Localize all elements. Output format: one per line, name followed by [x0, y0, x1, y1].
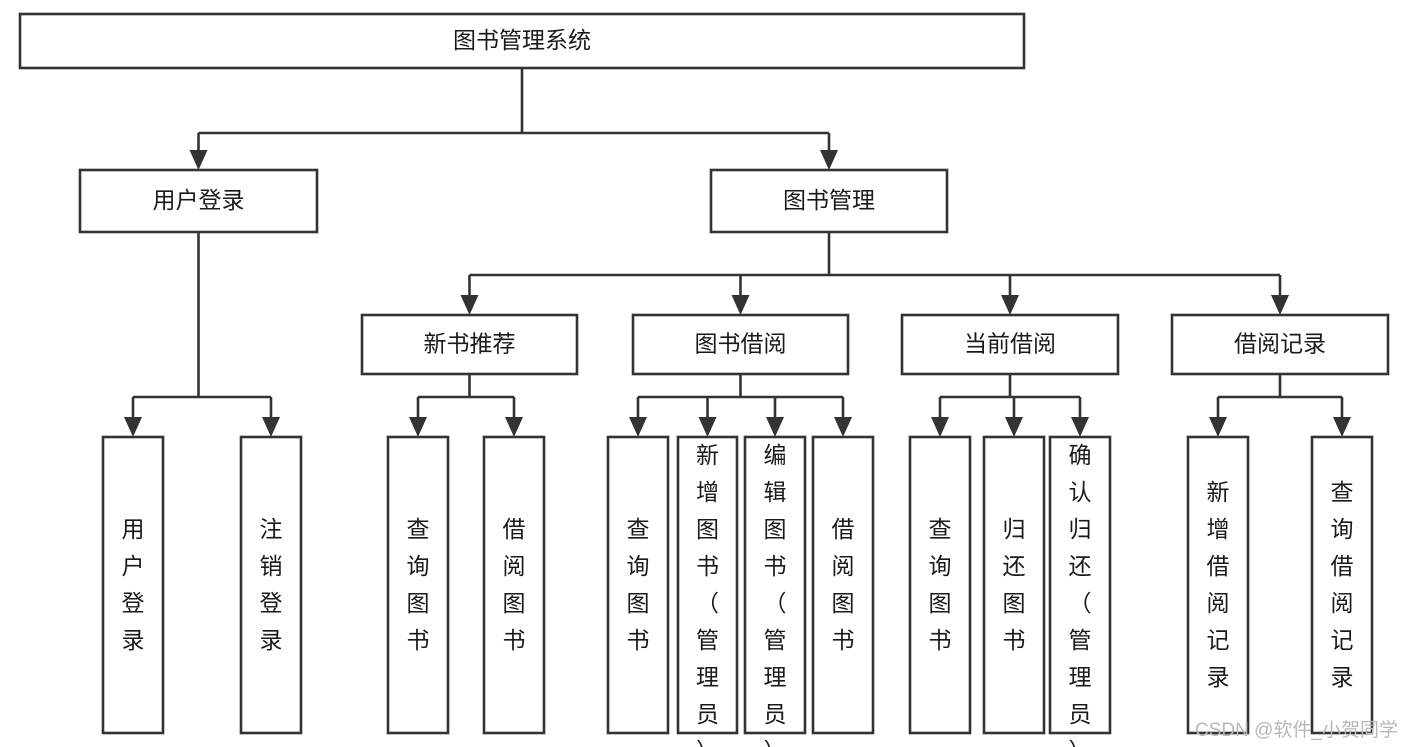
- node-label-user-login: 用户登录: [153, 187, 245, 213]
- node-label-leaf-query-book-2: 查询图书: [627, 516, 650, 653]
- node-box-leaf-add-record: [1186, 435, 1250, 735]
- node-label-leaf-query-book-1: 查询图书: [407, 516, 430, 653]
- node-label-book-borrow: 图书借阅: [695, 331, 787, 357]
- node-box-book-manage: [709, 168, 949, 234]
- node-label-leaf-logout-login: 注销登录: [260, 516, 283, 653]
- node-box-leaf-query-record: [1310, 435, 1374, 735]
- node-box-leaf-return-book: [982, 435, 1046, 735]
- node-box-book-borrow: [631, 313, 850, 376]
- node-box-borrow-record: [1170, 313, 1390, 376]
- node-box-leaf-query-book-1: [386, 435, 450, 735]
- node-box-leaf-user-login: [101, 435, 165, 735]
- node-box-leaf-borrow-book-2: [811, 435, 875, 735]
- node-box-leaf-confirm-return: [1048, 435, 1112, 735]
- connector-edges: [124, 68, 1351, 437]
- node-box-new-book-recommend: [360, 313, 579, 376]
- node-box-root: [18, 12, 1026, 70]
- node-label-current-borrow: 当前借阅: [964, 331, 1056, 357]
- node-label-book-manage: 图书管理: [783, 187, 875, 213]
- node-box-leaf-add-book: [676, 435, 739, 735]
- node-label-root: 图书管理系统: [453, 27, 591, 53]
- node-box-current-borrow: [900, 313, 1120, 376]
- node-label-leaf-confirm-return: 确认归还（管理员）: [1069, 442, 1092, 747]
- node-box-leaf-edit-book: [743, 435, 807, 735]
- node-label-borrow-record: 借阅记录: [1234, 331, 1326, 357]
- node-box-leaf-borrow-book-1: [482, 435, 546, 735]
- node-label-leaf-query-record: 查询借阅记录: [1331, 479, 1354, 690]
- node-label-leaf-borrow-book-2: 借阅图书: [832, 516, 855, 653]
- node-label-new-book-recommend: 新书推荐: [424, 331, 516, 357]
- node-label-leaf-add-record: 新增借阅记录: [1207, 479, 1230, 690]
- node-label-leaf-add-book: 新增图书（管理员）: [696, 442, 719, 747]
- node-label-leaf-edit-book: 编辑图书（管理员）: [764, 442, 787, 747]
- node-label-leaf-user-login: 用户登录: [122, 516, 145, 653]
- diagram-nodes: 图书管理系统用户登录图书管理新书推荐图书借阅当前借阅借阅记录用户登录注销登录查询…: [18, 12, 1390, 747]
- node-box-leaf-query-book-3: [908, 435, 972, 735]
- node-label-leaf-query-book-3: 查询图书: [929, 516, 952, 653]
- node-label-leaf-borrow-book-1: 借阅图书: [503, 516, 526, 653]
- node-box-leaf-query-book-2: [606, 435, 670, 735]
- node-box-user-login: [78, 168, 319, 234]
- csdn-watermark: CSDN @软件_小贺同学: [1195, 719, 1398, 741]
- node-label-leaf-return-book: 归还图书: [1003, 516, 1026, 653]
- node-box-leaf-logout-login: [239, 435, 303, 735]
